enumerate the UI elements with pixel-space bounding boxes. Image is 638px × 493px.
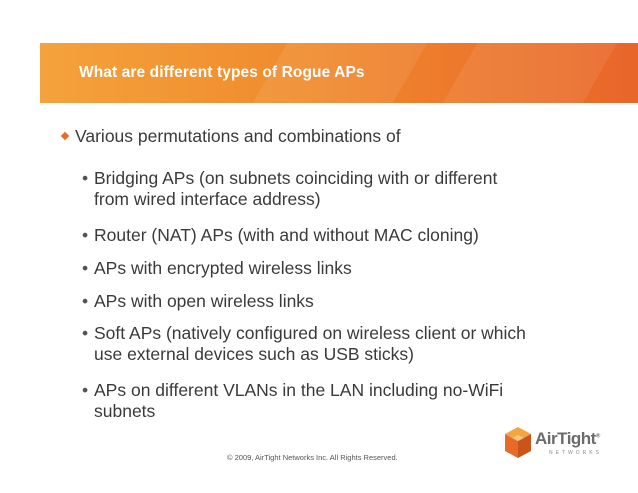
main-point: Various permutations and combinations of	[60, 126, 401, 147]
list-item-line: Soft APs (natively configured on wireles…	[94, 323, 526, 343]
list-item: •Router (NAT) APs (with and without MAC …	[82, 225, 479, 246]
list-item-line: APs with encrypted wireless links	[94, 258, 352, 278]
list-item-line: from wired interface address)	[94, 189, 321, 209]
logo-subtext: NETWORKS	[549, 450, 602, 456]
main-point-text: Various permutations and combinations of	[75, 126, 401, 146]
copyright-footer: © 2009, AirTight Networks Inc. All Right…	[227, 453, 398, 462]
airtight-logo: AirTight® NETWORKS	[503, 425, 613, 465]
diamond-bullet-icon	[60, 131, 70, 141]
list-item-line: Router (NAT) APs (with and without MAC c…	[94, 225, 479, 245]
slide-title: What are different types of Rogue APs	[79, 64, 365, 81]
bullet-icon: •	[82, 291, 89, 311]
list-item-line: APs with open wireless links	[94, 291, 314, 311]
bullet-icon: •	[82, 323, 89, 343]
logo-wordmark: AirTight	[535, 429, 596, 448]
bullet-icon: •	[82, 225, 89, 245]
bullet-icon: •	[82, 168, 89, 188]
list-item-line: Bridging APs (on subnets coinciding with…	[94, 168, 498, 188]
list-item: •APs on different VLANs in the LAN inclu…	[82, 380, 503, 422]
title-banner: What are different types of Rogue APs	[40, 43, 638, 103]
logo-trademark: ®	[595, 433, 600, 440]
bullet-icon: •	[82, 258, 89, 278]
list-item: •Bridging APs (on subnets coinciding wit…	[82, 168, 497, 210]
list-item: •Soft APs (natively configured on wirele…	[82, 323, 526, 365]
list-item: •APs with encrypted wireless links	[82, 258, 352, 279]
bullet-icon: •	[82, 380, 89, 400]
list-item-line: subnets	[94, 401, 156, 421]
list-item-line: use external devices such as USB sticks)	[94, 344, 414, 364]
list-item: •APs with open wireless links	[82, 291, 314, 312]
cube-logo-icon	[505, 427, 531, 458]
banner-stripe	[442, 43, 618, 103]
list-item-line: APs on different VLANs in the LAN includ…	[94, 380, 504, 400]
